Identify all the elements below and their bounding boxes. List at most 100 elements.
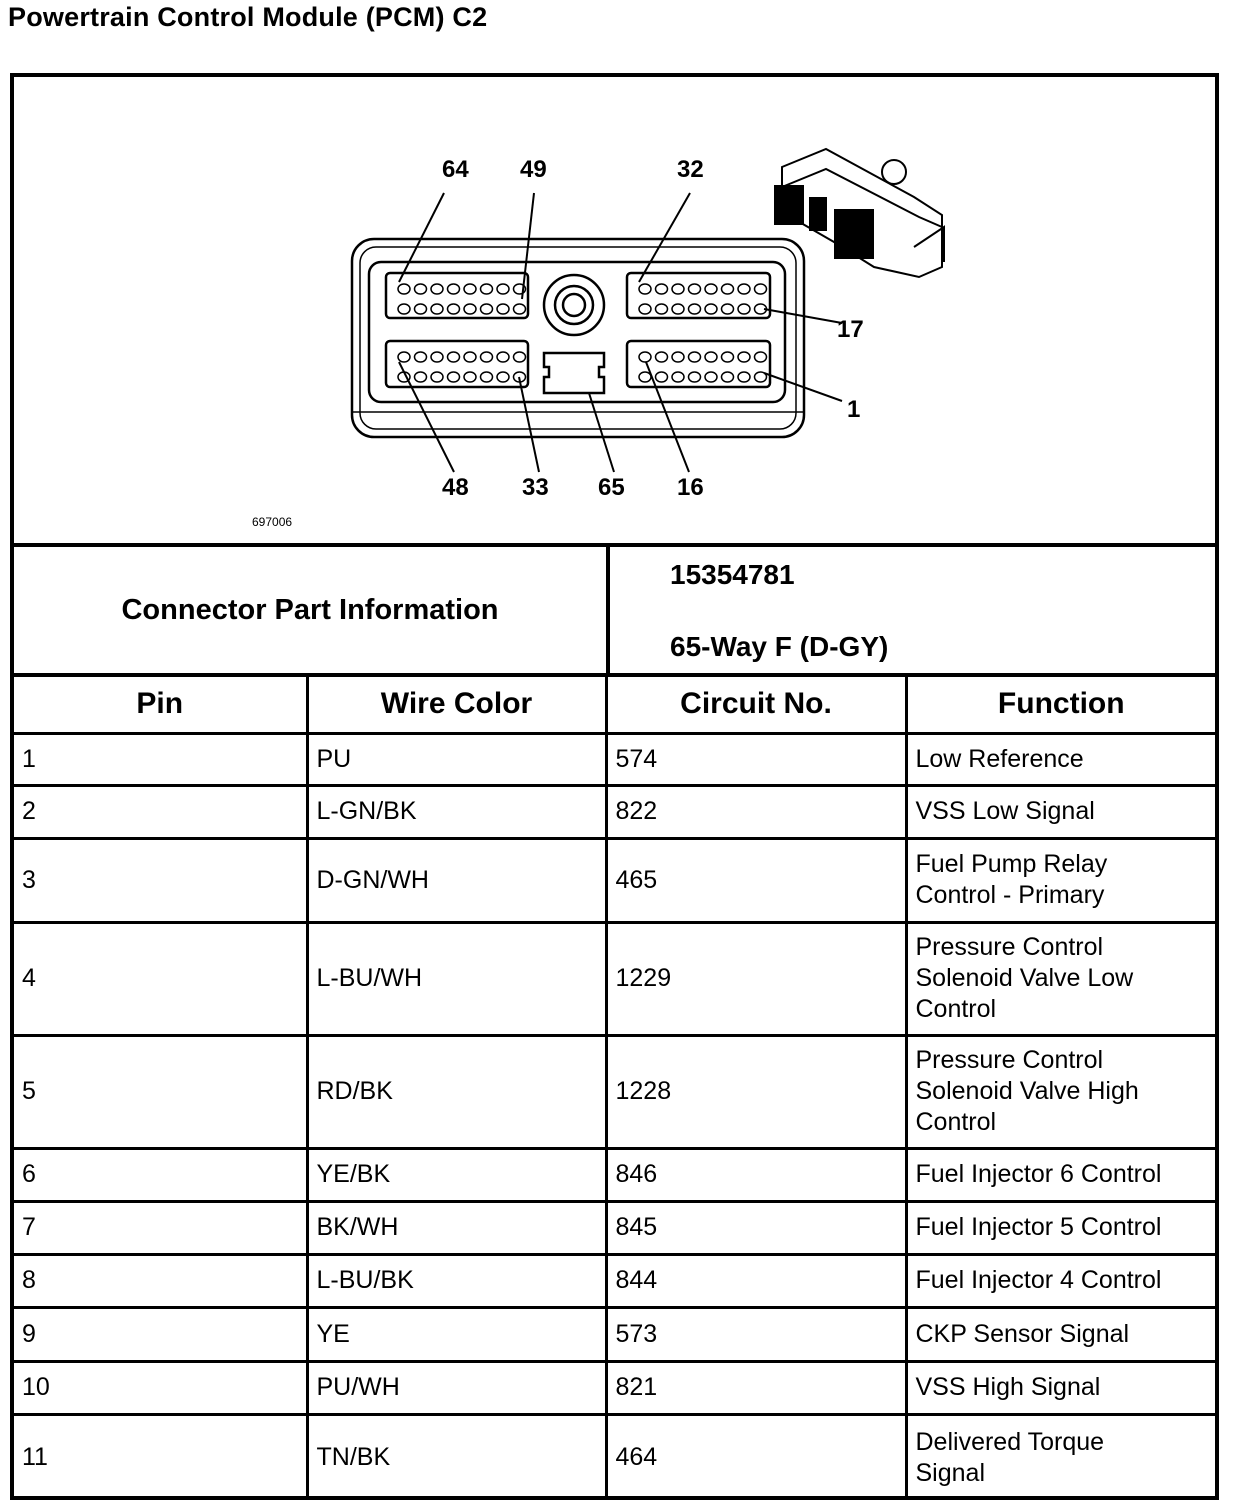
function-cell: CKP Sensor Signal [904, 1305, 1215, 1363]
pin-cavity [638, 303, 652, 315]
pin-cavity [654, 351, 669, 363]
function-line: VSS Low Signal [915, 797, 1095, 825]
pin-cavity [413, 283, 428, 295]
pin-cavity [446, 283, 461, 295]
wire-color-cell: BK/WH [305, 1199, 608, 1256]
pin-cell: 11 [14, 1412, 309, 1500]
wire-color-cell: RD/BK [305, 1033, 608, 1150]
circuit-no-cell: 465 [604, 836, 908, 924]
function-cell: Fuel Injector 5 Control [904, 1199, 1215, 1256]
pin-cell: 2 [14, 783, 309, 840]
callout-pin-65: 65 [598, 474, 625, 501]
cavity-block-upper-left [384, 271, 530, 320]
header-function: Function [904, 673, 1215, 735]
circuit-no-cell: 844 [604, 1252, 908, 1309]
pin-cavity [671, 371, 685, 383]
callout-pin-48: 48 [442, 474, 469, 501]
pin-cavity [687, 303, 702, 315]
pin-cavity [687, 371, 702, 383]
pin-cavity [413, 351, 428, 363]
pin-cavity [463, 351, 477, 363]
function-line: Fuel Injector 4 Control [915, 1266, 1162, 1294]
function-line: Control [915, 995, 997, 1023]
pin-cavity [512, 283, 527, 295]
pin-cavity [671, 303, 685, 315]
pin-cavity [720, 371, 735, 383]
callout-pin-49: 49 [520, 156, 547, 183]
pin-cavity [479, 283, 494, 295]
cavity-block-lower-right [625, 339, 772, 389]
connector-description: 65-Way F (D-GY) [670, 631, 889, 662]
pin-cavity [463, 303, 477, 315]
pin-cavities [397, 283, 768, 383]
pin-cavity [720, 283, 735, 295]
pin-cavity [430, 351, 444, 363]
pin-cell: 5 [14, 1033, 309, 1150]
pin-cavity [687, 351, 702, 363]
pin-cavity [704, 303, 718, 315]
wire-color-cell: L-BU/WH [305, 920, 608, 1037]
pin-cavity [654, 371, 669, 383]
header-circuit-no: Circuit No. [604, 673, 908, 735]
connector-part-info-label: Connector Part Information [121, 593, 499, 626]
pin-cavity [496, 283, 510, 295]
function-line: Control [915, 1108, 997, 1136]
circuit-no-cell: 574 [604, 731, 908, 787]
function-line: Control - Primary [915, 881, 1105, 909]
pin-cavity [463, 283, 477, 295]
callout-pin-32: 32 [677, 156, 704, 183]
pin-cavity [654, 303, 669, 315]
circuit-no-cell: 821 [604, 1359, 908, 1416]
pin-cavity [737, 303, 751, 315]
callout-pin-33: 33 [522, 474, 549, 501]
circuit-no-cell: 1229 [604, 920, 908, 1037]
connector-face-illustration: 64 49 32 17 1 48 33 65 16 [350, 147, 945, 501]
function-line: Signal [915, 1458, 986, 1487]
pin-cavity [512, 303, 527, 315]
connector-3d-sketch [774, 147, 945, 279]
circuit-no-cell: 1228 [604, 1033, 908, 1150]
pin-cavity [397, 303, 411, 315]
header-pin: Pin [14, 673, 309, 735]
pin-cavity [638, 371, 652, 383]
pin-cavity [720, 351, 735, 363]
pin-cavity [430, 371, 444, 383]
connector-part-number: 15354781 [670, 559, 795, 590]
function-cell: VSS High Signal [904, 1359, 1215, 1416]
pin-cavity [479, 303, 494, 315]
function-line: Fuel Injector 5 Control [915, 1213, 1162, 1241]
pin-cavity [463, 371, 477, 383]
function-line: Fuel Injector 6 Control [915, 1160, 1162, 1188]
callout-pin-1: 1 [847, 396, 860, 423]
pin-cavity [496, 371, 510, 383]
circuit-no-cell: 846 [604, 1146, 908, 1203]
circuit-no-cell: 822 [604, 783, 908, 840]
pin-cell: 10 [14, 1359, 309, 1416]
page-title: Powertrain Control Module (PCM) C2 [8, 2, 488, 32]
pin-cell: 6 [14, 1146, 309, 1203]
function-cell: Fuel Injector 6 Control [904, 1146, 1215, 1203]
pin-cavity [753, 371, 768, 383]
callout-pin-64: 64 [442, 156, 469, 183]
circuit-no-cell: 845 [604, 1199, 908, 1256]
table-header-row: Pin Wire Color Circuit No. Function [14, 673, 1215, 735]
pin-cavity [704, 371, 718, 383]
pin-cavity [397, 351, 411, 363]
function-line: CKP Sensor Signal [915, 1319, 1130, 1348]
function-line: Solenoid Valve Low [915, 964, 1134, 992]
pin-cavity [753, 351, 768, 363]
function-line: Fuel Pump Relay [915, 850, 1108, 878]
pin-cavity [737, 371, 751, 383]
